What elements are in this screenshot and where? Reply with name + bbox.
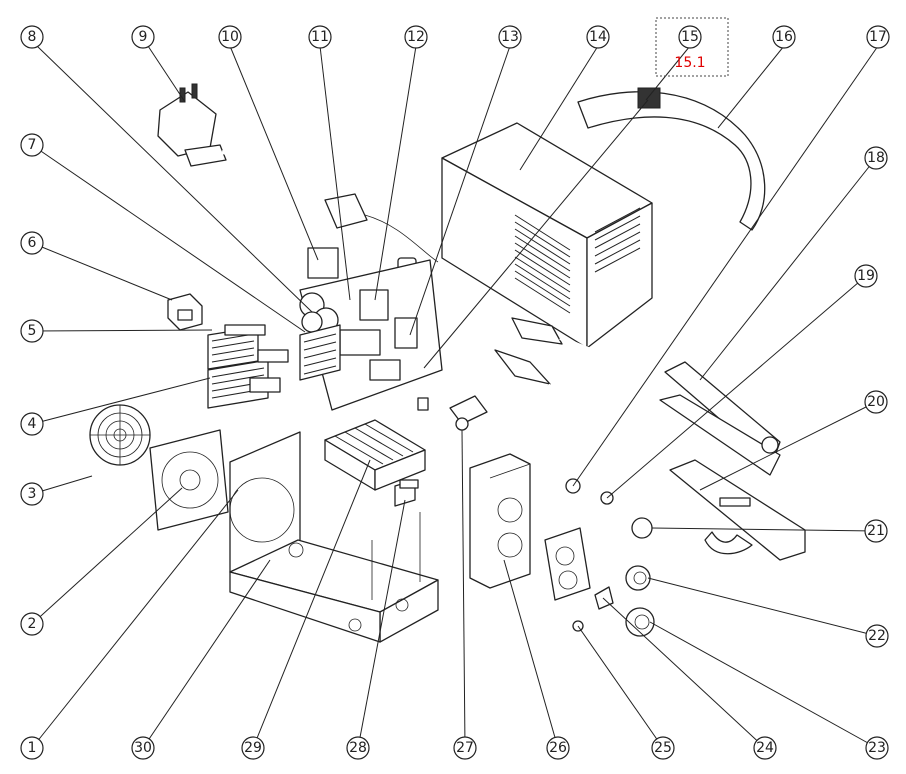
callout-7: 7: [20, 133, 44, 157]
callout-19: 19: [854, 264, 878, 288]
svg-text:1: 1: [28, 740, 37, 756]
svg-text:20: 20: [867, 394, 885, 410]
leader-lines: [31, 45, 879, 749]
svg-text:22: 22: [868, 628, 886, 644]
callout-27: 27: [453, 736, 477, 760]
dinse-socket-lower: [625, 607, 655, 637]
sub-reference-label: 15.1: [674, 55, 705, 71]
callout-3: 3: [20, 482, 44, 506]
callout-6: 6: [20, 231, 44, 255]
svg-text:12: 12: [407, 29, 425, 45]
earth-clamp: [659, 361, 781, 476]
carry-handle: [577, 87, 766, 231]
transistor-heatsinks: [207, 324, 289, 409]
potentiometer: [449, 395, 488, 431]
svg-text:4: 4: [28, 416, 37, 432]
callout-29: 29: [241, 736, 265, 760]
callout-14: 14: [586, 25, 610, 49]
small-washers: [565, 478, 614, 505]
svg-text:2: 2: [28, 616, 37, 632]
callout-13: 13: [498, 25, 522, 49]
callout-20: 20: [864, 390, 888, 414]
svg-text:6: 6: [28, 235, 37, 251]
svg-text:26: 26: [549, 740, 567, 756]
svg-text:21: 21: [867, 523, 885, 539]
svg-text:10: 10: [221, 29, 239, 45]
callout-16: 16: [772, 25, 796, 49]
callout-26: 26: [546, 736, 570, 760]
power-switch: [167, 293, 203, 331]
svg-text:13: 13: [501, 29, 519, 45]
callout-17: 17: [866, 25, 890, 49]
callout-12: 12: [404, 25, 428, 49]
welding-cables: [494, 317, 691, 480]
callout-8: 8: [20, 25, 44, 49]
collar-nut: [631, 517, 653, 539]
svg-text:23: 23: [868, 740, 886, 756]
svg-text:3: 3: [28, 486, 37, 502]
callout-11: 11: [308, 25, 332, 49]
power-plug-cable: [157, 83, 439, 271]
callout-24: 24: [753, 736, 777, 760]
callout-30: 30: [131, 736, 155, 760]
callout-9: 9: [131, 25, 155, 49]
sub-reference-15-1: 15.1: [655, 17, 729, 77]
callout-18: 18: [864, 146, 888, 170]
svg-text:18: 18: [867, 150, 885, 166]
pcb-heatsink: [299, 324, 341, 381]
svg-text:15: 15: [681, 29, 699, 45]
callout-23: 23: [865, 736, 889, 760]
cooling-fan: [149, 429, 229, 531]
svg-text:5: 5: [28, 323, 37, 339]
svg-text:29: 29: [244, 740, 262, 756]
svg-text:28: 28: [349, 740, 367, 756]
front-panel: [469, 453, 531, 589]
mounting-bracket: [394, 479, 419, 507]
svg-text:16: 16: [775, 29, 793, 45]
callout-15: 15: [678, 25, 702, 49]
main-pcb-assembly: [299, 247, 443, 411]
svg-text:9: 9: [139, 29, 148, 45]
callout-22: 22: [865, 624, 889, 648]
callout-5: 5: [20, 319, 44, 343]
svg-text:7: 7: [28, 137, 37, 153]
callout-10: 10: [218, 25, 242, 49]
callout-21: 21: [864, 519, 888, 543]
svg-text:25: 25: [654, 740, 672, 756]
svg-text:24: 24: [756, 740, 774, 756]
svg-text:17: 17: [869, 29, 887, 45]
fan-guard: [89, 404, 151, 466]
socket-plate: [544, 527, 614, 632]
housing-cover: [441, 122, 653, 349]
callout-4: 4: [20, 412, 44, 436]
base-chassis: [229, 431, 439, 643]
callout-2: 2: [20, 612, 44, 636]
svg-text:11: 11: [311, 29, 329, 45]
svg-text:30: 30: [134, 740, 152, 756]
dinse-socket-upper: [625, 565, 651, 591]
svg-text:27: 27: [456, 740, 474, 756]
electrode-holder: [669, 459, 806, 561]
callout-28: 28: [346, 736, 370, 760]
callout-25: 25: [651, 736, 675, 760]
svg-text:19: 19: [857, 268, 875, 284]
callout-1: 1: [20, 736, 44, 760]
svg-text:14: 14: [589, 29, 607, 45]
svg-text:8: 8: [28, 29, 37, 45]
